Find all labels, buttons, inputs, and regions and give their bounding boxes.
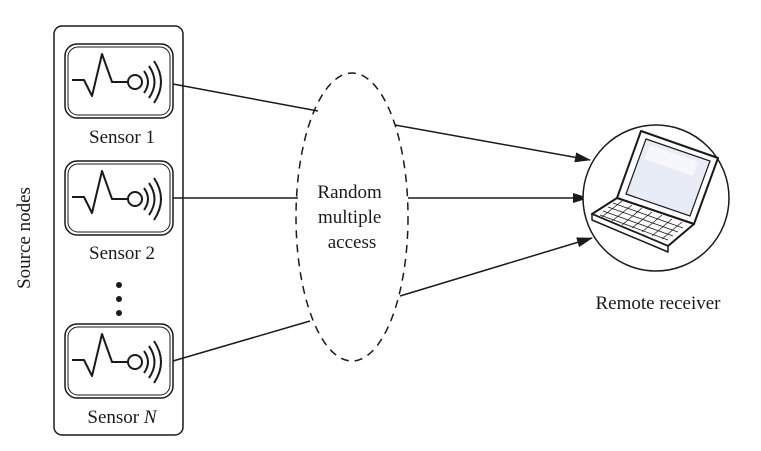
sensor-n-index: N — [143, 407, 158, 428]
random-access-channel — [295, 72, 409, 362]
sensor-ellipsis — [116, 282, 122, 316]
laptop-icon — [591, 130, 719, 253]
source-nodes-label: Source nodes — [14, 187, 35, 289]
sensor-2-label: Sensor 2 — [89, 243, 155, 264]
channel-line-1: Random — [317, 182, 382, 203]
channel-label: Random multiple access — [317, 182, 386, 253]
sensor-2-name: Sensor 2 — [89, 243, 155, 264]
source-nodes-container — [53, 25, 184, 436]
remote-receiver — [582, 124, 730, 272]
link-sensor-1 — [172, 83, 319, 112]
sensor-1-name: Sensor 1 — [89, 127, 155, 148]
channel-line-3: access — [328, 232, 377, 253]
sensor-n — [64, 323, 174, 399]
sensor-1-label: Sensor 1 — [89, 127, 155, 148]
sensor-2 — [64, 160, 174, 236]
sensor-n-name: Sensor — [87, 407, 143, 428]
arrow-to-receiver-3 — [399, 237, 593, 297]
sensor-n-label: Sensor N — [87, 407, 157, 428]
sensor-1 — [64, 43, 174, 119]
link-sensor-n — [172, 320, 311, 362]
arrow-to-receiver-1 — [394, 124, 591, 163]
channel-line-2: multiple — [318, 207, 381, 228]
remote-receiver-label: Remote receiver — [595, 293, 721, 314]
